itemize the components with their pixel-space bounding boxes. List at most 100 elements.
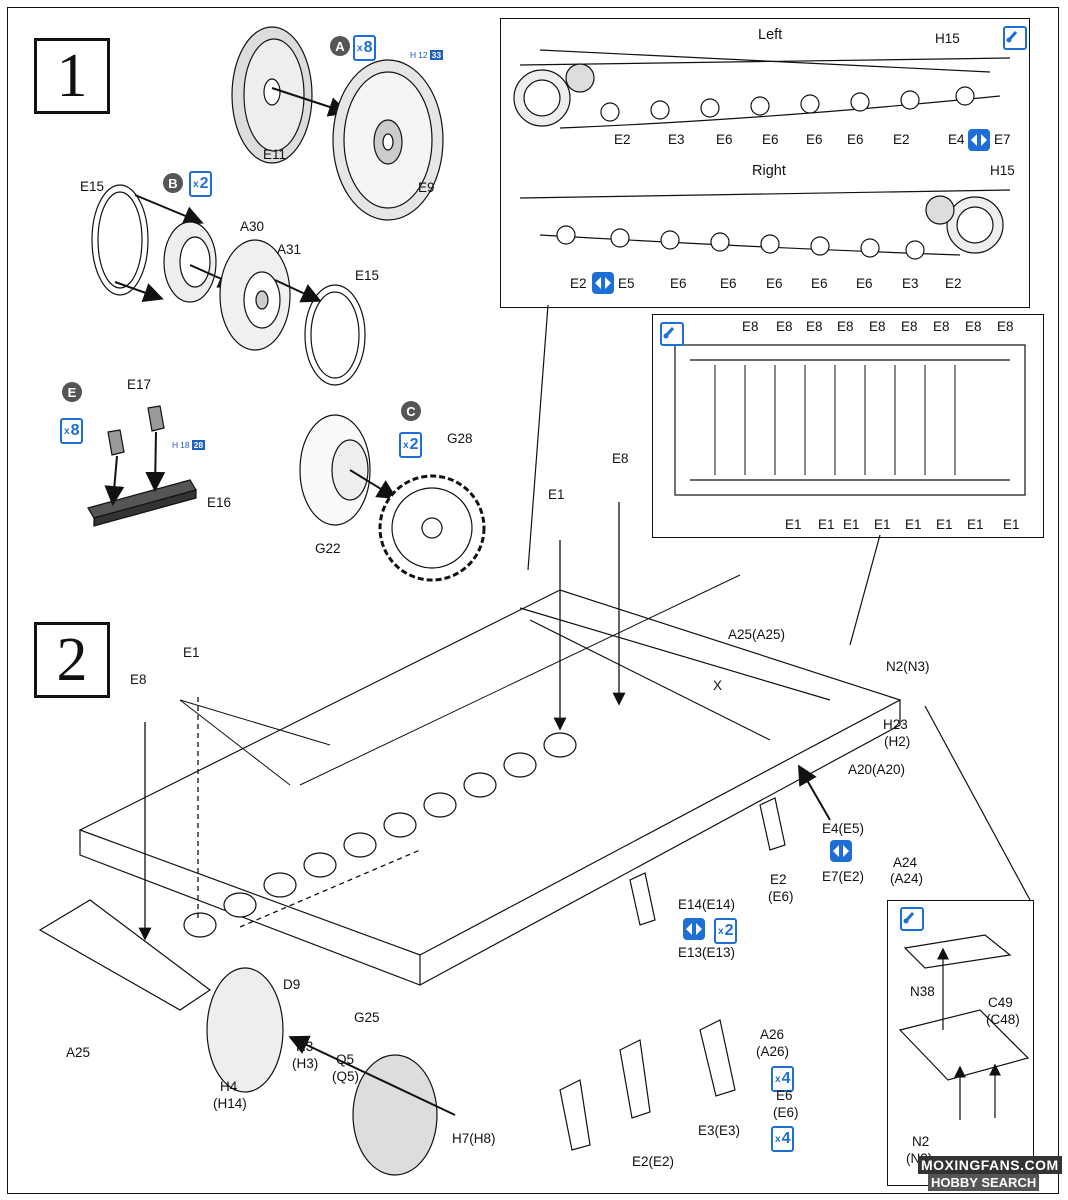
hull-floor [78,589,902,986]
step2-a24: A24 [893,855,918,870]
bar-bottom-5: E1 [936,517,953,532]
mirror-icon-e14 [683,918,705,940]
wheel-ref-pg: 33 [429,50,444,60]
e6-mult-x: x [775,1133,781,1145]
inset-right-label-5: E6 [766,276,783,291]
inset-left-label-6: E6 [847,132,864,147]
step2-d9: D9 [283,977,301,992]
bar-bottom-1: E1 [785,517,802,532]
step2-e1-top: E1 [548,487,565,502]
paint-icon-hatch [900,907,924,931]
bar-top-8: E8 [965,319,982,334]
step2-e6b: (E6) [773,1105,799,1120]
step2-e7: E7(E2) [822,869,865,884]
inset-right-title: Right [752,163,786,179]
inset-right-label-6: E6 [811,276,828,291]
inset-left-label-1: E2 [614,132,631,147]
e14-mult-n: 2 [724,922,734,939]
label-a30: A30 [240,219,265,234]
wheel-mult-x: x [357,42,363,54]
bar-bottom-7: E1 [1003,517,1020,532]
step2-e1-left: E1 [183,645,200,660]
hatch-n38: N38 [910,984,935,999]
idler-hub-a30 [163,221,217,303]
inset-left-label-3: E6 [716,132,733,147]
step-2-number: 2 [56,626,88,694]
label-e16: E16 [207,495,232,510]
inset-right-label-8: E3 [902,276,919,291]
step2-g25: G25 [354,1010,380,1025]
inset-right-wheels [556,225,925,260]
track-mult-n: 8 [70,422,80,439]
step2-a25: A25 [66,1045,91,1060]
bar-top-9: E8 [997,319,1014,334]
label-e17: E17 [127,377,152,392]
step2-n2: N2(N3) [886,659,930,674]
step2-e2: E2 [770,872,787,887]
road-wheel-inner [231,26,313,164]
idler-arms [38,899,212,1011]
inset-left-h15: H15 [935,31,960,46]
hub-mult-x: x [193,178,199,190]
bar-top-1: E8 [742,319,759,334]
paint-icon-bars [660,322,684,346]
label-e15-left: E15 [80,179,105,194]
a26-mult-n: 4 [781,1070,791,1087]
badge-e: E [62,382,82,402]
sprocket-mult-n: 2 [409,436,419,453]
step2-e4: E4(E5) [822,821,865,836]
inset-bars-frame [652,314,1044,538]
step2-e14: E14(E14) [678,897,736,912]
inset-right-label-9: E2 [945,276,962,291]
inset-bar-frame [674,344,1026,496]
label-e9: E9 [418,180,435,195]
e6-mult-n: 4 [781,1130,791,1147]
step2-a26b: (A26) [756,1044,790,1059]
step2-q5b: (Q5) [332,1069,359,1084]
inset-left-label-8: E4 [948,132,965,147]
badge-b: B [163,173,183,193]
wheel-ref-n: 12 [418,50,428,60]
track-ref-pg: 28 [191,440,206,450]
step2-e6: E6 [776,1088,793,1103]
badge-a: A [330,36,350,56]
inset-right-label-1: E2 [570,276,587,291]
step2-a26: A26 [760,1027,785,1042]
inset-left-hull [513,49,1011,129]
label-g28: G28 [447,431,473,446]
step-1-box: 1 [34,38,110,114]
idler-ring-right [304,284,366,386]
inset-left-label-5: E6 [806,132,823,147]
track-mult-x: x [64,425,70,437]
step2-e8-top: E8 [612,451,629,466]
idler-hub-a31 [219,239,291,351]
wheel-mult-n: 8 [363,39,373,56]
a26-mult-x: x [775,1073,781,1085]
outer-frame [7,7,1059,1194]
wheel-ref: H 12 33 [410,50,444,60]
bar-bottom-6: E1 [967,517,984,532]
e14-mult-x: x [718,925,724,937]
sprocket-mult-x: x [403,439,409,451]
bar-top-6: E8 [901,319,918,334]
bar-top-4: E8 [837,319,854,334]
bar-top-3: E8 [806,319,823,334]
bar-top-5: E8 [869,319,886,334]
bar-bottom-2: E1 [843,517,860,532]
step2-e3e3: E3(E3) [698,1123,741,1138]
inset-right-h15: H15 [990,163,1015,178]
bar-bottom-8: E1 [818,517,835,532]
inset-hatch-frame [887,900,1034,1186]
label-e15-right: E15 [355,268,380,283]
step2-a20: A20(A20) [848,762,906,777]
step2-h14: (H14) [213,1096,247,1111]
sprocket-outer [378,474,486,582]
step2-h7: H7(H8) [452,1131,496,1146]
track-ref-n: 18 [180,440,190,450]
